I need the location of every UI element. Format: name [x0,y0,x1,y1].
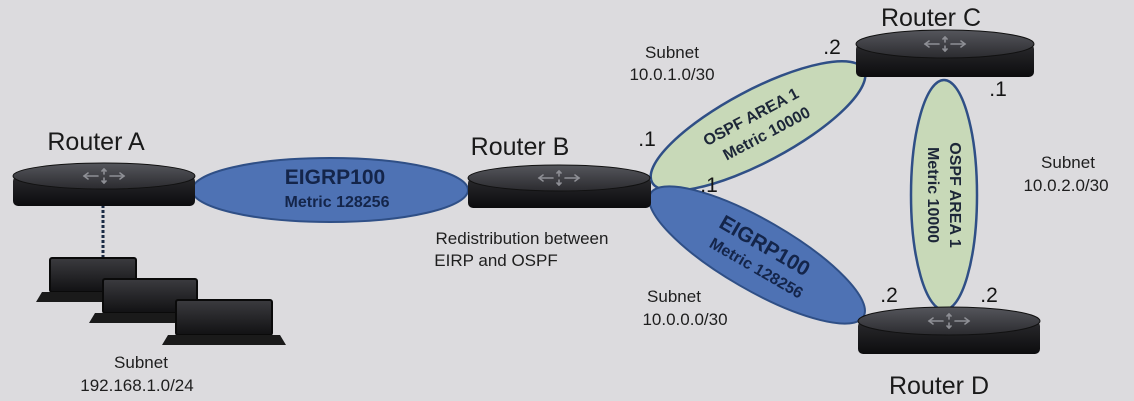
subnet-bc-value: 10.0.1.0/30 [629,65,714,84]
interface-d-to-c: .2 [980,284,998,307]
router-b-label: Router B [471,133,570,161]
interface-c-to-d: .1 [989,78,1007,101]
subnet-bc-label: Subnet [645,43,699,62]
laptop-2 [89,278,211,323]
subnet-bd-label: Subnet [647,287,701,306]
link-a-b-metric: Metric 128256 [285,194,390,211]
subnet-cd-value: 10.0.2.0/30 [1023,176,1108,195]
subnet-bd-value: 10.0.0.0/30 [642,310,727,329]
link-c-d-protocol: OSPF AREA 1 [946,142,963,248]
interface-b-to-d: .1 [700,174,718,197]
router-b[interactable] [467,164,651,208]
router-d-label: Router D [889,372,989,400]
router-c[interactable] [855,29,1035,77]
redistribution-note-line2: EIRP and OSPF [434,251,557,270]
subnet-lan-value: 192.168.1.0/24 [80,376,193,395]
link-c-d-metric: Metric 10000 [924,147,941,243]
router-a-label: Router A [47,128,145,156]
interface-d-to-b: .2 [880,284,898,307]
subnet-cd-label: Subnet [1041,153,1095,172]
subnet-lan-label: Subnet [114,353,168,372]
laptop-3 [162,299,286,345]
router-d[interactable] [857,306,1041,354]
router-a[interactable] [12,162,196,206]
router-c-label: Router C [881,4,981,32]
interface-c-to-b: .2 [823,36,841,59]
redistribution-note-line1: Redistribution between [436,229,609,248]
link-c-d: OSPF AREA 1 Metric 10000 [909,78,979,312]
link-a-b: EIGRP100 Metric 128256 [191,157,469,223]
link-b-c: OSPF AREA 1 Metric 10000 [649,60,867,192]
link-b-d: EIGRP100 Metric 128256 [648,185,866,325]
link-a-b-protocol: EIGRP100 [285,166,385,189]
interface-b-to-c: .1 [638,128,656,151]
